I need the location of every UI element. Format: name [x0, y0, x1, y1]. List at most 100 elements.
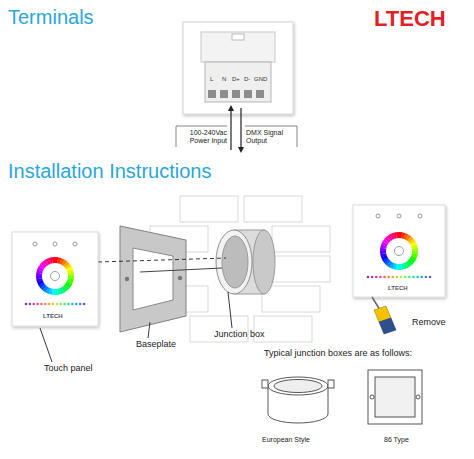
terminal-screw: [220, 90, 228, 98]
bracket-line: [245, 126, 297, 127]
bracket-line: [176, 126, 227, 127]
panel-icon: [376, 214, 380, 218]
color-wheel-segment: [68, 273, 74, 276]
screwdriver-handle: [379, 318, 396, 334]
signal-arrow: [240, 108, 241, 150]
box-inside: [375, 377, 415, 417]
terminal-label: GND: [254, 76, 267, 83]
box-tab: [262, 380, 268, 388]
box-type-label: European Style: [262, 436, 310, 444]
color-dot-row: [367, 276, 432, 279]
section-heading: Terminals: [8, 6, 94, 29]
signal-label: DMX Signal Output: [246, 129, 296, 145]
color-wheel-segment: [399, 264, 402, 270]
color-dot: [56, 303, 59, 306]
touch-panel-removal: [353, 205, 445, 334]
color-dot: [44, 303, 47, 306]
color-dot: [420, 276, 423, 279]
color-wheel: [380, 232, 418, 270]
color-dot: [67, 303, 70, 306]
color-dot: [387, 276, 390, 279]
box-type-label: 86 Type: [384, 436, 409, 444]
color-dot: [75, 303, 78, 306]
alignment-line: [98, 258, 226, 262]
color-dot: [371, 276, 374, 279]
power-icon: [50, 271, 59, 280]
box-rim: [268, 377, 328, 395]
mounting-hole: [125, 277, 129, 281]
baseplate-drawing: [120, 226, 186, 332]
housing-slot: [232, 34, 244, 40]
screwdriver-shaft: [372, 297, 380, 310]
action-label: Remove: [412, 317, 446, 327]
terminal-device: [176, 22, 297, 150]
square-box-drawing: [368, 370, 422, 424]
bracket-line: [176, 126, 177, 147]
color-dot: [412, 276, 415, 279]
power-icon: [394, 246, 403, 255]
panel-icon: [53, 242, 57, 246]
color-dot: [396, 276, 399, 279]
terminal-label: L: [210, 76, 213, 83]
color-dot-row: [25, 303, 86, 306]
signal-label: 100-240Vac Power Input: [178, 129, 227, 145]
panel-brand: LTECH: [43, 313, 63, 320]
color-dot: [32, 303, 35, 306]
terminal-label: D+: [232, 76, 240, 83]
panel-icon: [73, 242, 77, 246]
box-tab: [328, 380, 334, 388]
part-name: Junction box: [214, 329, 265, 339]
leader-line: [148, 322, 150, 338]
color-wheel-segment: [55, 289, 58, 295]
color-wheel-segment: [396, 232, 399, 238]
part-name: Touch panel: [44, 363, 93, 373]
terminal-screw: [244, 90, 252, 98]
box-hole: [416, 395, 420, 399]
touch-panel-drawing: [12, 232, 98, 326]
color-dot: [40, 303, 43, 306]
color-dot: [404, 276, 407, 279]
color-dot: [52, 303, 55, 306]
junction-box-drawing: [216, 230, 275, 294]
device-back: [183, 22, 293, 114]
section-heading: Installation Instructions: [8, 160, 211, 183]
terminal-label: D-: [244, 76, 250, 83]
panel-face: [353, 205, 445, 297]
brick: [272, 226, 330, 252]
box-rim: [216, 230, 252, 294]
note: Typical junction boxes are as follows:: [264, 348, 412, 358]
color-dot: [375, 276, 378, 279]
terminal-screw: [232, 90, 240, 98]
color-dot: [60, 303, 63, 306]
panel-brand: LTECH: [388, 285, 408, 292]
color-dot: [400, 276, 403, 279]
panel-icon: [418, 214, 422, 218]
color-wheel: [36, 257, 74, 295]
color-dot: [29, 303, 32, 306]
terminal-screw: [256, 90, 264, 98]
wheel-center: [43, 264, 67, 288]
wheel-center: [387, 239, 411, 263]
brick: [272, 256, 330, 282]
baseplate-opening: [133, 248, 173, 310]
color-dot: [25, 303, 28, 306]
leader-line: [228, 292, 232, 328]
color-dot: [429, 276, 432, 279]
color-dot: [392, 276, 395, 279]
box-flange: [368, 370, 422, 424]
color-dot: [379, 276, 382, 279]
color-wheel-segment: [380, 251, 386, 254]
panel-icon: [33, 242, 37, 246]
color-dot: [36, 303, 39, 306]
panel-face: [12, 232, 98, 326]
box-hole: [370, 395, 374, 399]
color-dot: [63, 303, 66, 306]
brick: [244, 196, 302, 222]
color-dot: [367, 276, 370, 279]
terminal-label: N: [222, 76, 226, 83]
color-wheel-segment: [412, 248, 418, 251]
color-dot: [408, 276, 411, 279]
box-inside: [222, 236, 248, 288]
